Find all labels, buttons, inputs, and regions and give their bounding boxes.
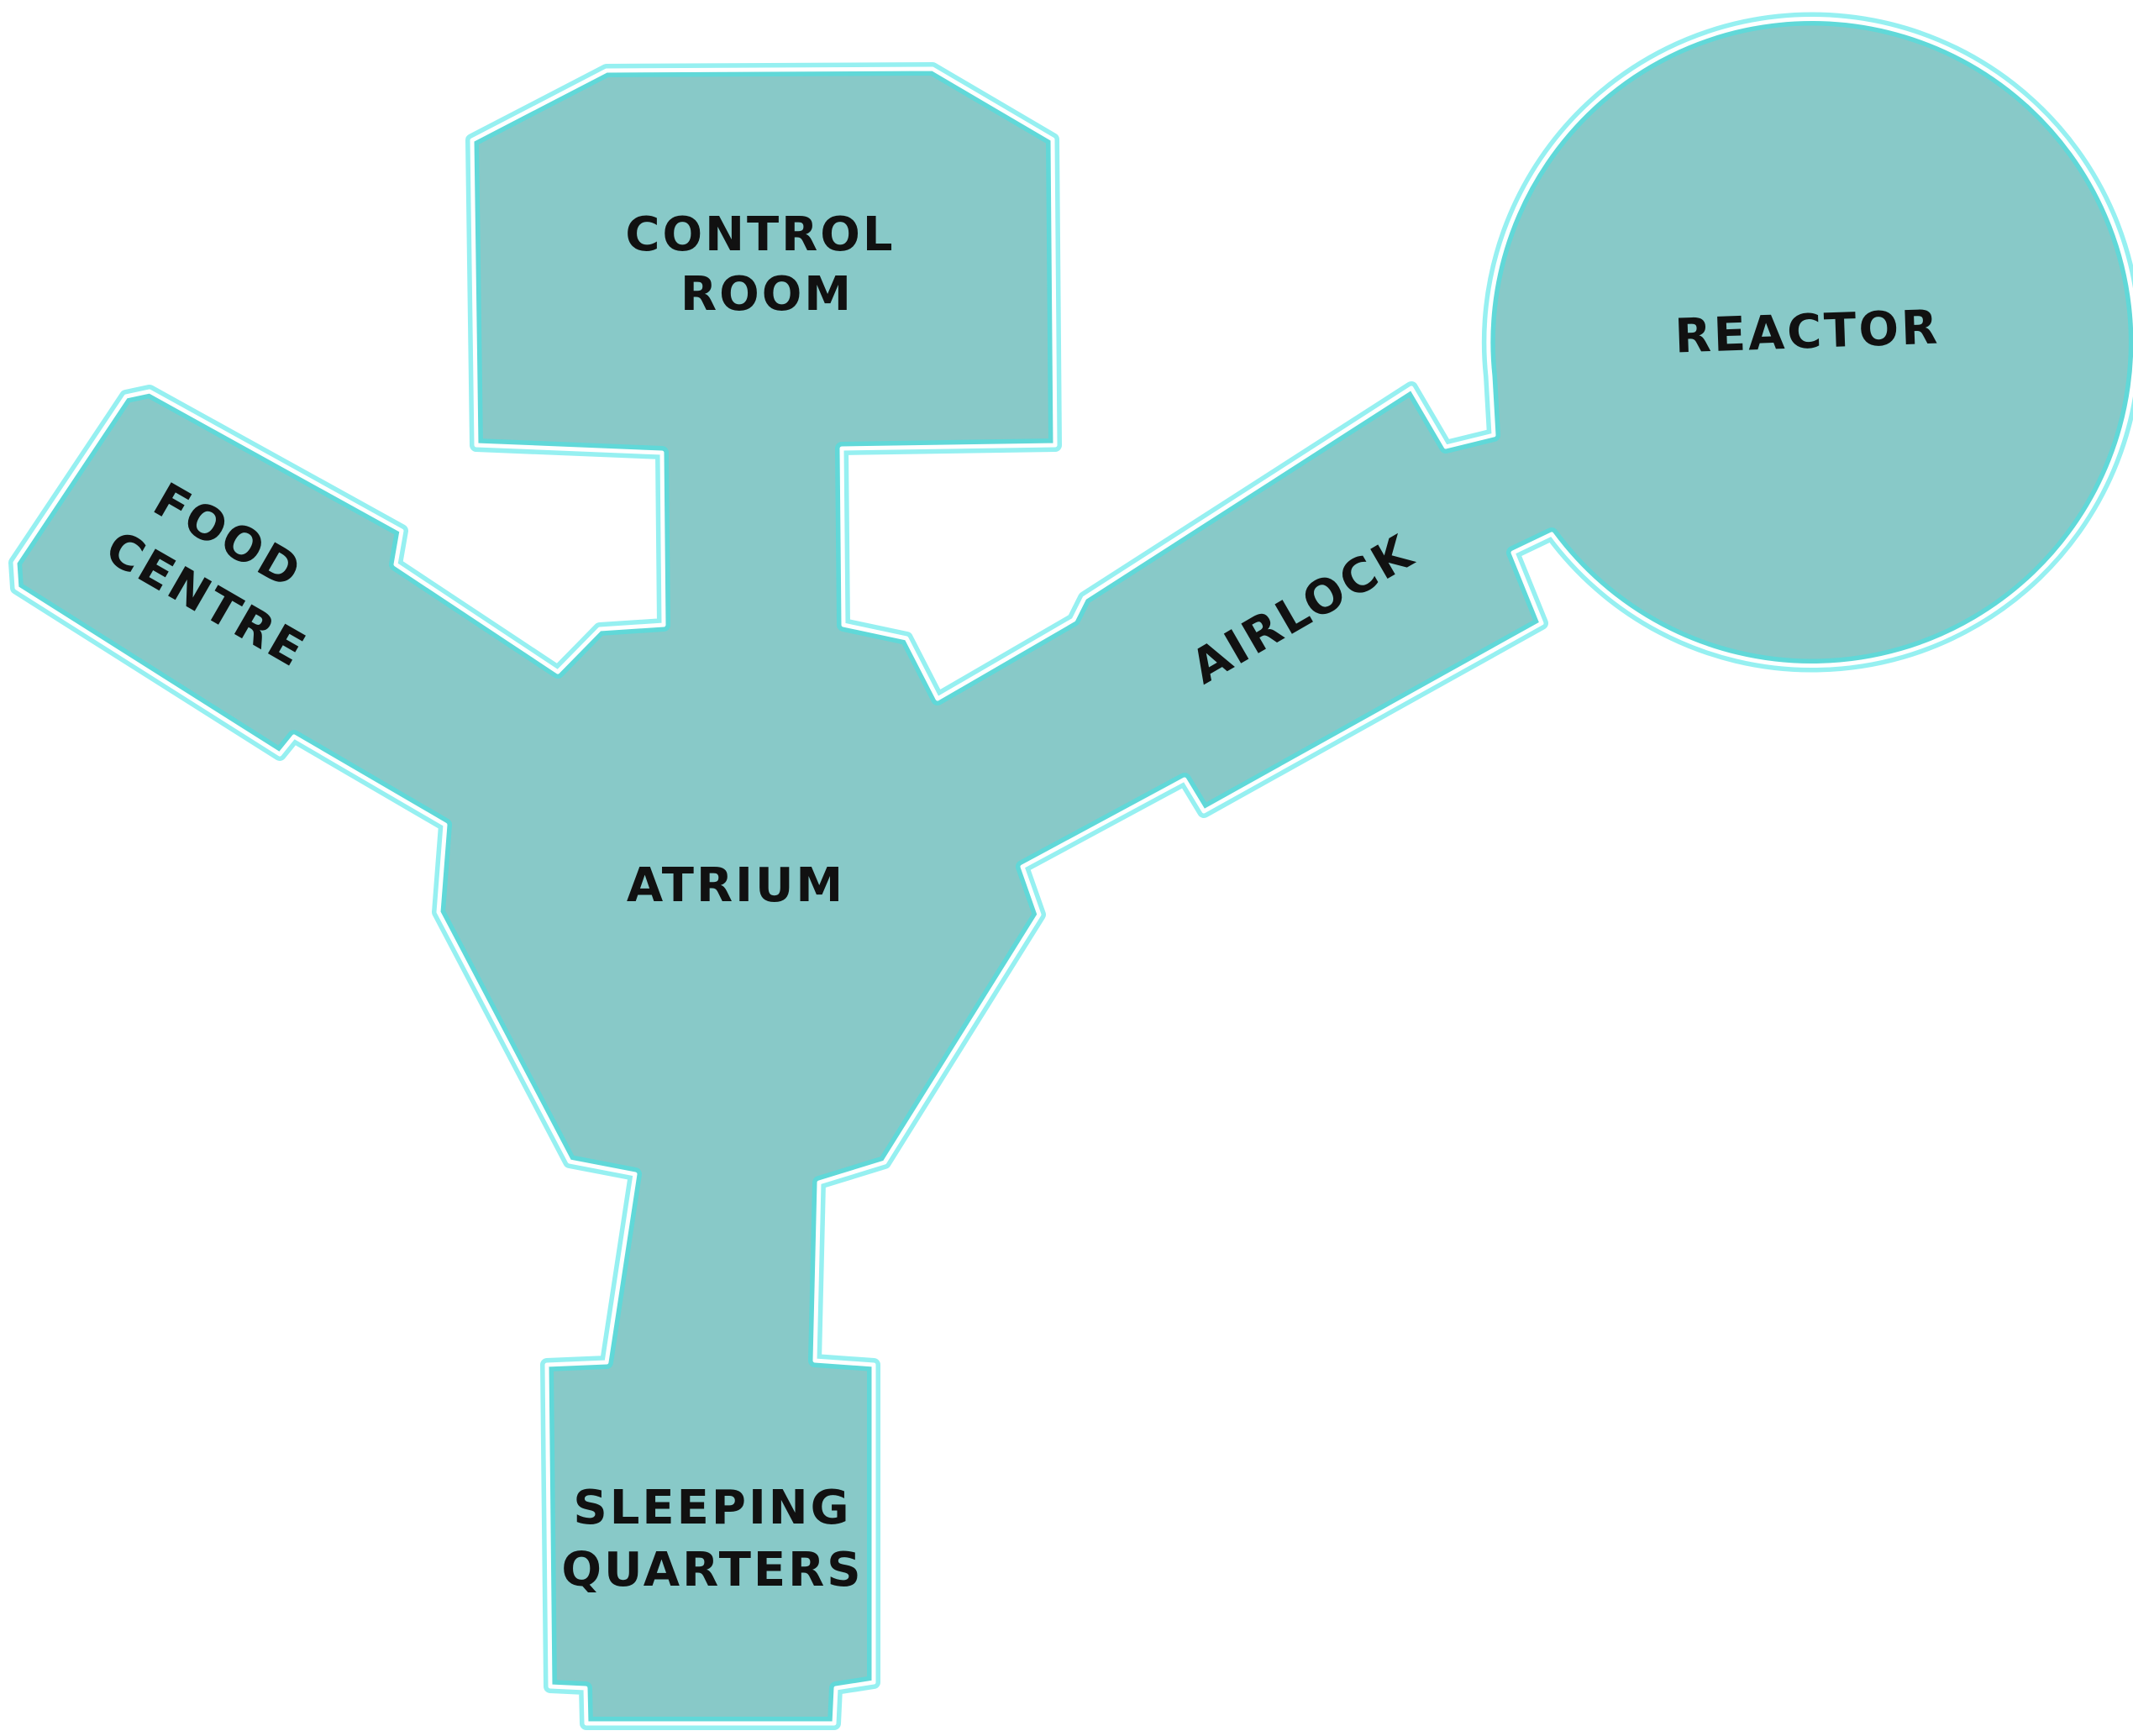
station-floor bbox=[15, 18, 2133, 1723]
control-room-label-line1: CONTROL bbox=[625, 207, 895, 262]
rooms-layer bbox=[8, 12, 2133, 1730]
room-sleeping-quarters[interactable]: SLEEPING QUARTERS bbox=[561, 1481, 863, 1597]
room-atrium[interactable]: ATRIUM bbox=[627, 858, 845, 913]
reactor-label: REACTOR bbox=[1673, 301, 1941, 365]
sleeping-quarters-label-line1: SLEEPING bbox=[573, 1481, 851, 1535]
station-outline-core bbox=[13, 17, 2133, 1726]
room-control-room[interactable]: CONTROL ROOM bbox=[625, 207, 895, 322]
room-reactor[interactable]: REACTOR bbox=[1673, 301, 1941, 365]
control-room-label-line2: ROOM bbox=[680, 267, 854, 322]
atrium-label: ATRIUM bbox=[627, 858, 845, 913]
sleeping-quarters-label-line2: QUARTERS bbox=[561, 1543, 863, 1597]
